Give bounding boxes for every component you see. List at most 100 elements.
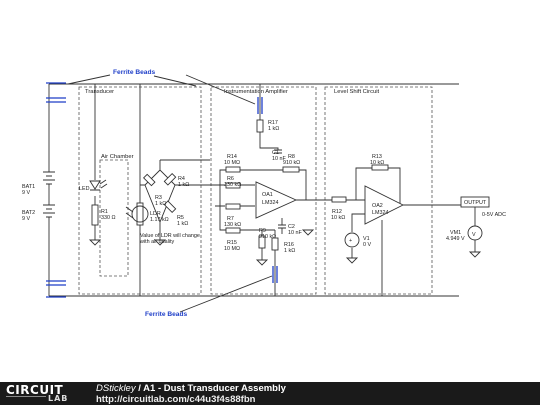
vm1-value: 4.949 V bbox=[446, 236, 465, 242]
resistor-r1 bbox=[91, 204, 99, 226]
oa2-name: OA2 bbox=[372, 203, 383, 209]
r8-value: 910 kΩ bbox=[283, 160, 300, 166]
resistor-r13 bbox=[371, 164, 389, 171]
ground-symbols-ia bbox=[255, 229, 315, 266]
oa1-part: LM324 bbox=[262, 200, 278, 206]
r17-name: R17 bbox=[268, 120, 278, 126]
r12-value: 10 kΩ bbox=[331, 215, 345, 221]
voltage-source-v1 bbox=[344, 232, 360, 248]
supply-rails bbox=[49, 83, 459, 297]
voltmeter-vm1 bbox=[467, 225, 483, 241]
r17-value: 1 kΩ bbox=[268, 126, 279, 132]
bridge-wires bbox=[140, 159, 220, 240]
logo-text-top: CIRCUIT bbox=[6, 383, 64, 397]
level-shift-section-box bbox=[324, 86, 433, 295]
r5-value: 1 kΩ bbox=[177, 221, 188, 227]
r14-value: 10 MΩ bbox=[224, 160, 240, 166]
r15-name: R15 bbox=[227, 240, 237, 246]
light-arrows-icon bbox=[125, 206, 134, 219]
c1-name: C1 bbox=[272, 150, 279, 156]
ia-input-wires bbox=[215, 169, 262, 231]
v1-value: 0 V bbox=[363, 242, 371, 248]
air-chamber-label: Air Chamber bbox=[101, 154, 134, 160]
bat1-name: BAT1 bbox=[22, 184, 35, 190]
v1-name: V1 bbox=[363, 236, 370, 242]
r13-value: 10 kΩ bbox=[370, 160, 384, 166]
resistor-r3 bbox=[142, 173, 156, 187]
ferrite-beads-label-bottom: Ferrite Beads bbox=[145, 311, 187, 318]
r16-name: R16 bbox=[284, 242, 294, 248]
resistor-r12 bbox=[331, 196, 347, 203]
r7-name: R7 bbox=[227, 216, 234, 222]
resistor-r8 bbox=[282, 166, 300, 173]
v1-wires bbox=[351, 213, 383, 296]
output-wires bbox=[459, 204, 476, 252]
r17-wire bbox=[259, 84, 279, 150]
vm1-name: VM1 bbox=[450, 230, 461, 236]
resistor-r5 bbox=[163, 200, 177, 214]
r14-name: R14 bbox=[227, 154, 237, 160]
c2-value: 10 nF bbox=[288, 230, 302, 236]
ferrite-bead-left-top bbox=[46, 97, 66, 103]
footer-bar: CIRCUIT LAB DStickley / A1 - Dust Transd… bbox=[0, 382, 540, 405]
air-chamber-box bbox=[99, 159, 129, 277]
resistor-r14 bbox=[225, 166, 241, 173]
transducer-section-label: Transducer bbox=[85, 89, 114, 95]
r7-value: 130 kΩ bbox=[224, 222, 241, 228]
oa1-name: OA1 bbox=[262, 192, 273, 198]
v1-polarity: + bbox=[349, 238, 352, 244]
ferrite-bead-left-bottom bbox=[46, 280, 66, 286]
r3-value: 1 kΩ bbox=[155, 201, 166, 207]
oa1-feedback-wires bbox=[261, 169, 330, 260]
level-shift-wires bbox=[330, 167, 459, 206]
ferrite-bead-mid-top bbox=[257, 97, 263, 114]
c2-name: C2 bbox=[288, 224, 295, 230]
r12-name: R12 bbox=[332, 209, 342, 215]
r6-name: R6 bbox=[227, 176, 234, 182]
led-diode bbox=[89, 179, 108, 191]
battery-bat2 bbox=[43, 204, 55, 222]
resistor-r15 bbox=[225, 227, 241, 234]
adc-label: 0-5V ADC bbox=[482, 212, 506, 218]
ldr-name: LDR bbox=[150, 211, 161, 217]
credit-separator: / bbox=[135, 383, 144, 394]
r13-name: R13 bbox=[372, 154, 382, 160]
capacitor-c2 bbox=[278, 218, 286, 234]
ferrite-beads-label-top: Ferrite Beads bbox=[113, 69, 155, 76]
bat1-value: 9 V bbox=[22, 190, 30, 196]
ldr-housing bbox=[131, 205, 149, 223]
r8-name: R8 bbox=[288, 154, 295, 160]
ferrite-bead-mid-bottom bbox=[272, 266, 278, 283]
ferrite-bead-callouts bbox=[67, 74, 273, 313]
voltmeter-v-symbol: V bbox=[472, 232, 476, 238]
r9-name: R9 bbox=[259, 228, 266, 234]
bat2-value: 9 V bbox=[22, 216, 30, 222]
output-label: OUTPUT bbox=[464, 200, 487, 206]
r1-value: 330 Ω bbox=[101, 215, 116, 221]
instrumentation-section-label: Instrumentation Amplifier bbox=[224, 89, 288, 95]
r16-value: 1 kΩ bbox=[284, 248, 295, 254]
oa2-part: LM324 bbox=[372, 210, 388, 216]
ground-symbol-vm1 bbox=[468, 251, 482, 258]
schematic-diagram: Transducer Instrumentation Amplifier Lev… bbox=[22, 69, 506, 318]
r5-name: R5 bbox=[177, 215, 184, 221]
resistor-r7 bbox=[225, 203, 241, 210]
level-shift-section-label: Level Shift Circuit bbox=[334, 89, 379, 95]
schematic-title[interactable]: A1 - Dust Transducer Assembly bbox=[143, 383, 286, 394]
schematic-url-link[interactable]: http://circuitlab.com/c44u3f4s88fbn bbox=[96, 394, 256, 405]
circuitlab-logo[interactable]: CIRCUIT LAB bbox=[6, 383, 88, 403]
resistor-r4 bbox=[163, 172, 177, 186]
r6-value: 130 kΩ bbox=[224, 182, 241, 188]
ground-symbol-led bbox=[88, 239, 102, 246]
bat2-name: BAT2 bbox=[22, 210, 35, 216]
instrumentation-section-box bbox=[210, 86, 317, 295]
r1-name: R1 bbox=[101, 209, 108, 215]
opamp-oa2 bbox=[364, 185, 405, 225]
r3-name: R3 bbox=[155, 195, 162, 201]
resistor-r16 bbox=[271, 237, 279, 251]
ground-symbol-bridge bbox=[153, 239, 167, 246]
author-link[interactable]: DStickley bbox=[96, 383, 136, 394]
logo-chip-icon bbox=[6, 396, 46, 403]
r4-value: 1 kΩ bbox=[178, 182, 189, 188]
battery-bat1 bbox=[43, 171, 55, 185]
